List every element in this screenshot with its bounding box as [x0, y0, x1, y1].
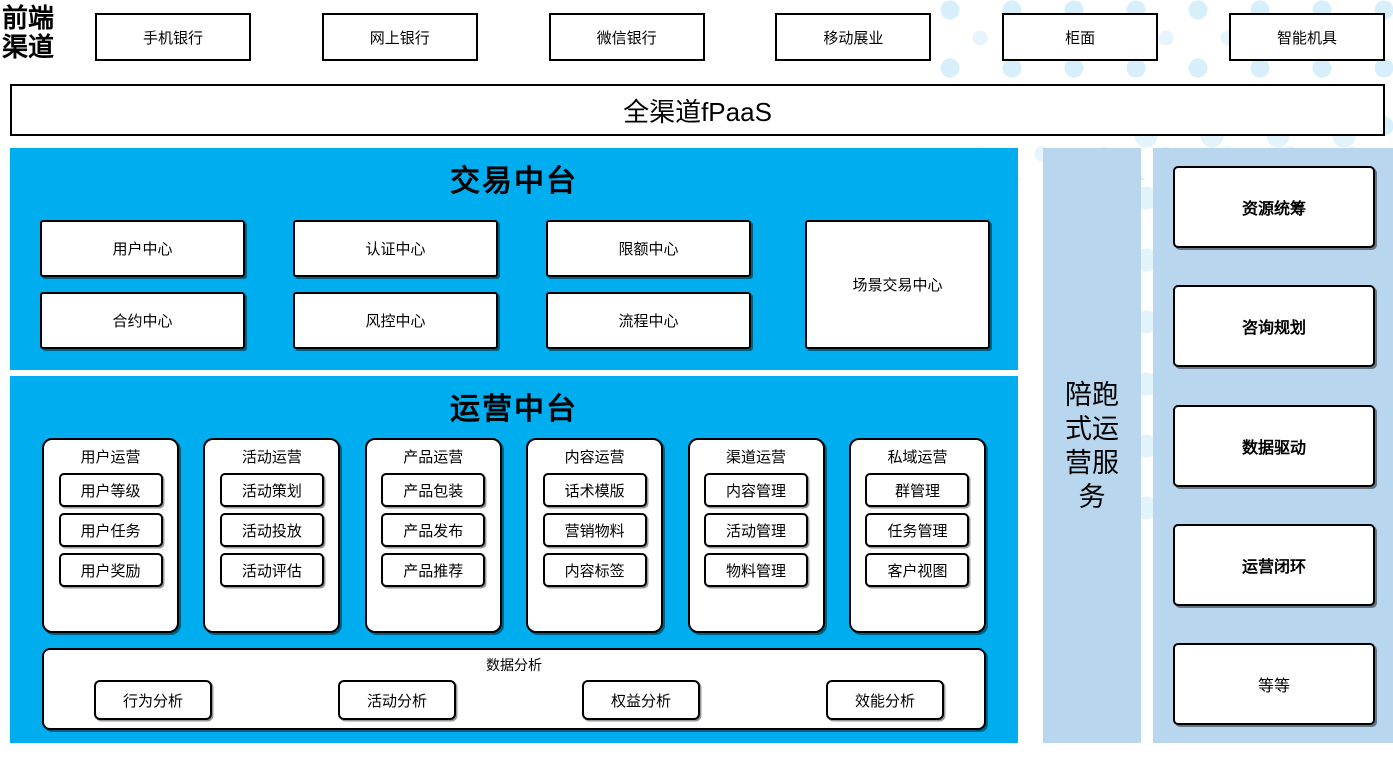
channel-box-mobile-bank[interactable]: 手机银行: [95, 13, 251, 61]
service-card-label: 资源统筹: [1241, 201, 1306, 218]
ops-column-channel-operations[interactable]: 渠道运营 内容管理 活动管理 物料管理: [687, 438, 825, 633]
data-analysis-panel: 数据分析 行为分析 活动分析 权益分析 效能分析: [42, 648, 986, 730]
trade-card-auth-center[interactable]: 认证中心: [293, 220, 498, 277]
service-card-label: 咨询规划: [1241, 320, 1306, 338]
service-card-label: 等等: [1257, 678, 1290, 695]
ops-item[interactable]: 内容管理: [704, 473, 809, 507]
data-analysis-item-efficiency[interactable]: 效能分析: [826, 680, 944, 720]
ops-column-title: 产品运营: [403, 449, 464, 466]
ops-item[interactable]: 用户等级: [58, 473, 163, 507]
ops-column-user-operations[interactable]: 用户运营 用户等级 用户任务 用户奖励: [42, 438, 179, 633]
ops-item[interactable]: 产品包装: [381, 473, 486, 507]
data-analysis-title: 数据分析: [486, 657, 542, 673]
accompany-operation-service-band: 陪跑式运营服务: [1043, 148, 1141, 743]
front-channel-label-line1: 前端: [2, 4, 55, 33]
ops-column-content-operations[interactable]: 内容运营 话术模版 营销物料 内容标签: [526, 438, 664, 633]
operations-platform-panel: 运营中台 用户运营 用户等级 用户任务 用户奖励 活动运营 活动策划 活动投放 …: [10, 376, 1018, 743]
service-card-etc[interactable]: 等等: [1173, 643, 1375, 725]
fpaas-title: 全渠道fPaaS: [623, 96, 772, 127]
ops-item[interactable]: 群管理: [865, 473, 970, 507]
architecture-body: 交易中台 用户中心 认证中心 限额中心 合约中心 风控中心 流程中心: [10, 148, 1393, 745]
channel-label: 柜面: [1065, 29, 1096, 47]
channel-label: 微信银行: [596, 29, 657, 47]
channel-label: 网上银行: [369, 29, 430, 47]
trade-card-label: 用户中心: [112, 241, 173, 258]
ops-item[interactable]: 内容标签: [542, 553, 647, 587]
trade-card-scenario-trade-center[interactable]: 场景交易中心: [805, 220, 990, 349]
service-card-label: 运营闭环: [1241, 558, 1306, 576]
ops-column-title: 渠道运营: [726, 449, 787, 466]
ops-item[interactable]: 客户视图: [865, 553, 970, 587]
ops-column-title: 用户运营: [80, 449, 141, 466]
channel-label: 手机银行: [142, 29, 203, 47]
ops-column-activity-operations[interactable]: 活动运营 活动策划 活动投放 活动评估: [203, 438, 341, 633]
channel-box-mobile-business[interactable]: 移动展业: [775, 13, 932, 61]
data-analysis-items: 行为分析 活动分析 权益分析 效能分析: [94, 680, 944, 720]
front-channel-label-line2: 渠道: [2, 33, 55, 62]
trade-card-label: 风控中心: [365, 313, 426, 330]
accompany-operation-service-title: 陪跑式运营服务: [1065, 379, 1119, 512]
ops-item[interactable]: 任务管理: [865, 513, 970, 547]
channel-box-counter[interactable]: 柜面: [1002, 13, 1159, 61]
trade-card-process-center[interactable]: 流程中心: [546, 292, 751, 349]
platform-stack: 交易中台 用户中心 认证中心 限额中心 合约中心 风控中心 流程中心: [10, 148, 1018, 745]
channel-box-online-bank[interactable]: 网上银行: [321, 13, 478, 61]
channel-box-wechat-bank[interactable]: 微信银行: [548, 13, 705, 61]
channel-box-smart-machine[interactable]: 智能机具: [1228, 13, 1385, 61]
trade-card-label: 限额中心: [618, 241, 679, 258]
service-capability-column: 资源统筹 咨询规划 数据驱动 运营闭环 等等: [1153, 148, 1393, 743]
data-analysis-item-rights[interactable]: 权益分析: [582, 680, 700, 720]
data-analysis-item-behavior[interactable]: 行为分析: [94, 680, 212, 720]
data-analysis-item-activity[interactable]: 活动分析: [338, 680, 456, 720]
ops-item[interactable]: 产品推荐: [381, 553, 486, 587]
trade-card-contract-center[interactable]: 合约中心: [40, 292, 245, 349]
trade-card-label: 认证中心: [365, 241, 426, 258]
ops-item[interactable]: 活动投放: [219, 513, 324, 547]
trade-platform-cards: 用户中心 认证中心 限额中心 合约中心 风控中心 流程中心 场景: [40, 220, 990, 355]
ops-column-private-domain-operations[interactable]: 私域运营 群管理 任务管理 客户视图: [848, 438, 986, 633]
service-card-label: 数据驱动: [1241, 439, 1306, 457]
channel-label: 智能机具: [1276, 29, 1337, 47]
service-card-resource-coordination[interactable]: 资源统筹: [1173, 166, 1375, 248]
omnichannel-fpaas-bar[interactable]: 全渠道fPaaS: [10, 84, 1385, 136]
ops-item[interactable]: 物料管理: [704, 553, 809, 587]
trade-card-risk-center[interactable]: 风控中心: [293, 292, 498, 349]
operations-platform-title: 运营中台: [450, 393, 578, 426]
channel-label: 移动展业: [823, 29, 884, 47]
front-channel-label: 前端 渠道: [2, 4, 80, 62]
ops-item[interactable]: 话术模版: [542, 473, 647, 507]
trade-card-label: 场景交易中心: [852, 277, 943, 294]
service-card-consulting-planning[interactable]: 咨询规划: [1173, 285, 1375, 368]
ops-item[interactable]: 活动策划: [219, 473, 324, 507]
trade-card-user-center[interactable]: 用户中心: [40, 220, 245, 277]
trade-card-label: 流程中心: [618, 313, 679, 330]
trade-platform-panel: 交易中台 用户中心 认证中心 限额中心 合约中心 风控中心 流程中心: [10, 148, 1018, 370]
trade-platform-title: 交易中台: [450, 165, 578, 198]
ops-item[interactable]: 活动评估: [219, 553, 324, 587]
ops-item[interactable]: 用户任务: [58, 513, 163, 547]
trade-card-limit-center[interactable]: 限额中心: [546, 220, 751, 277]
ops-column-title: 内容运营: [564, 449, 625, 466]
ops-item[interactable]: 产品发布: [381, 513, 486, 547]
ops-item[interactable]: 活动管理: [704, 513, 809, 547]
ops-item[interactable]: 用户奖励: [58, 553, 163, 587]
front-channel-row: 手机银行 网上银行 微信银行 移动展业 柜面 智能机具: [95, 13, 1385, 63]
service-card-operation-closed-loop[interactable]: 运营闭环: [1173, 523, 1375, 606]
ops-item[interactable]: 营销物料: [542, 513, 647, 547]
service-card-data-driven[interactable]: 数据驱动: [1173, 404, 1375, 487]
ops-column-product-operations[interactable]: 产品运营 产品包装 产品发布 产品推荐: [364, 438, 502, 633]
operations-columns: 用户运营 用户等级 用户任务 用户奖励 活动运营 活动策划 活动投放 活动评估 …: [42, 438, 986, 633]
trade-card-label: 合约中心: [112, 313, 173, 330]
ops-column-title: 私域运营: [887, 449, 948, 466]
ops-column-title: 活动运营: [241, 449, 302, 466]
